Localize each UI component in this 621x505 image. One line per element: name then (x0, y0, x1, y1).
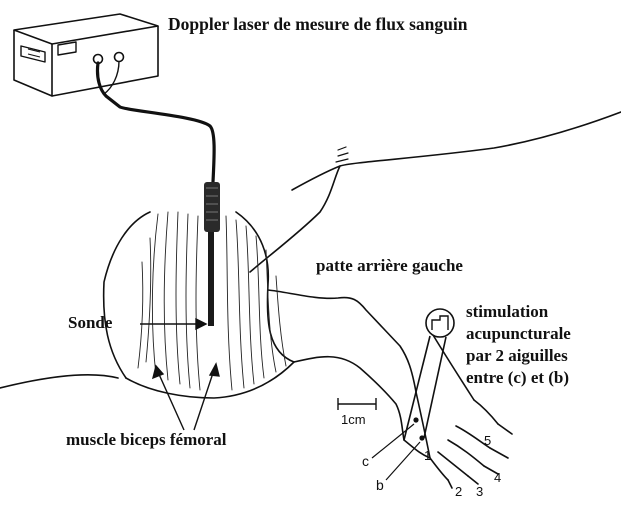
point-leaders (372, 424, 420, 480)
device-label: Doppler laser de mesure de flux sanguin (168, 14, 467, 34)
doppler-device (14, 14, 158, 96)
toe-label-5: 5 (484, 433, 491, 448)
scale-bar-label: 1cm (341, 412, 366, 427)
leg-label: patte arrière gauche (316, 256, 463, 276)
toe-label-4: 4 (494, 470, 501, 485)
scale-bar-line (338, 398, 376, 410)
stimulation-line-3: par 2 aiguilles (466, 345, 571, 367)
probe-arrow (140, 319, 206, 329)
toe-label-2: 2 (455, 484, 462, 499)
stimulation-line-4: entre (c) et (b) (466, 367, 571, 389)
probe (204, 182, 220, 326)
point-b-label: b (376, 477, 384, 493)
probe-label: Sonde (68, 313, 112, 333)
toe-label-3: 3 (476, 484, 483, 499)
stimulation-line-2: acupuncturale (466, 323, 571, 345)
toe-label-1: 1 (424, 448, 431, 463)
point-c-label: c (362, 453, 369, 469)
stimulation-label: stimulation acupuncturale par 2 aiguille… (466, 301, 571, 389)
muscle-label: muscle biceps fémoral (66, 430, 227, 450)
stimulation-line-1: stimulation (466, 301, 571, 323)
